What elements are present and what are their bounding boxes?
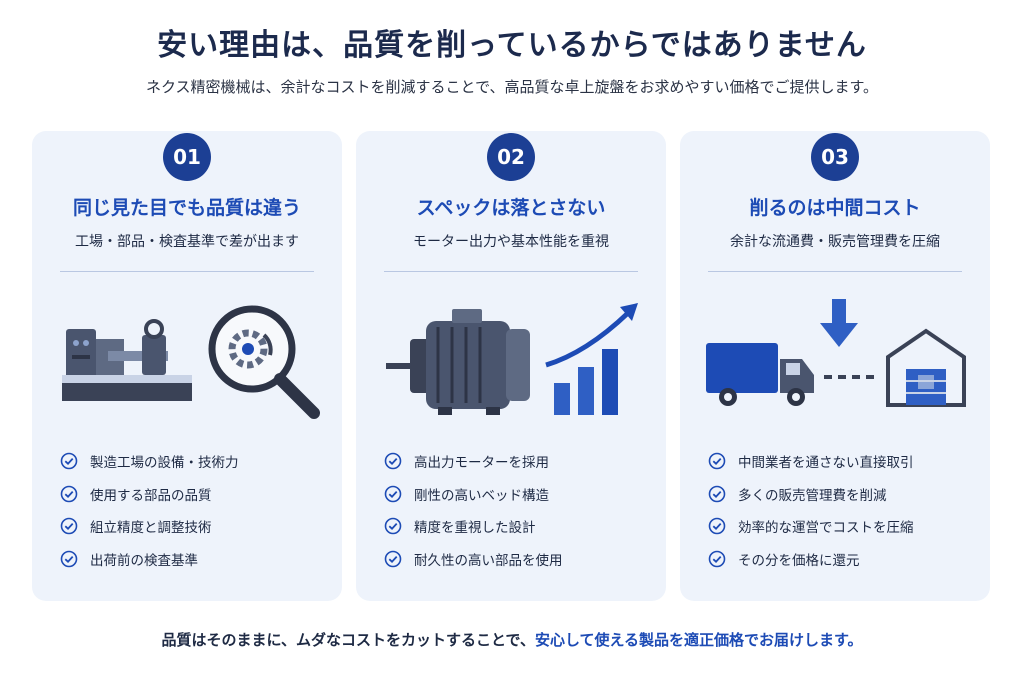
card-subtitle: 工場・部品・検査基準で差が出ます bbox=[75, 234, 299, 250]
card-title: 削るのは中間コスト bbox=[749, 197, 921, 219]
feature-list: 中間業者を通さない直接取引 多くの販売管理費を削減 効率的な運営でコストを圧縮 … bbox=[708, 445, 914, 575]
footer-message: 品質はそのままに、ムダなコストをカットすることで、安心して使える製品を適正価格で… bbox=[0, 629, 1024, 650]
list-item: 精度を重視した設計 bbox=[384, 510, 563, 543]
list-item-label: 使用する部品の品質 bbox=[90, 487, 212, 504]
check-circle-icon bbox=[708, 517, 726, 535]
check-circle-icon bbox=[60, 517, 78, 535]
check-circle-icon bbox=[60, 485, 78, 503]
check-circle-icon bbox=[384, 550, 402, 568]
list-item-label: 組立精度と調整技術 bbox=[90, 520, 212, 537]
reason-card-1: 01 同じ見た目でも品質は違う 工場・部品・検査基準で差が出ます 製造工場の設備… bbox=[32, 131, 342, 601]
feature-list: 製造工場の設備・技術力 使用する部品の品質 組立精度と調整技術 出荷前の検査基準 bbox=[60, 445, 239, 575]
list-item: 出荷前の検査基準 bbox=[60, 543, 239, 576]
check-circle-icon bbox=[384, 452, 402, 470]
list-item: 中間業者を通さない直接取引 bbox=[708, 445, 914, 478]
divider bbox=[384, 271, 638, 272]
list-item-label: 効率的な運営でコストを圧縮 bbox=[738, 520, 914, 537]
list-item: 組立精度と調整技術 bbox=[60, 510, 239, 543]
list-item: 使用する部品の品質 bbox=[60, 478, 239, 511]
page-title: 安い理由は、品質を削っているからではありません bbox=[157, 28, 867, 63]
list-item: 高出力モーターを採用 bbox=[384, 445, 563, 478]
list-item: 多くの販売管理費を削減 bbox=[708, 478, 914, 511]
list-item-label: 剛性の高いベッド構造 bbox=[414, 487, 549, 504]
feature-list: 高出力モーターを採用 剛性の高いベッド構造 精度を重視した設計 耐久性の高い部品… bbox=[384, 445, 563, 575]
check-circle-icon bbox=[60, 452, 78, 470]
check-circle-icon bbox=[708, 550, 726, 568]
reason-card-2: 02 スペックは落とさない モーター出力や基本性能を重視 高出力モーターを採用 … bbox=[356, 131, 666, 601]
card-subtitle: 余計な流通費・販売管理費を圧縮 bbox=[730, 234, 940, 250]
truck-to-warehouse-icon bbox=[706, 299, 966, 407]
divider bbox=[708, 271, 962, 272]
check-circle-icon bbox=[708, 452, 726, 470]
number-badge: 03 bbox=[811, 133, 859, 181]
list-item: 効率的な運営でコストを圧縮 bbox=[708, 510, 914, 543]
list-item: 剛性の高いベッド構造 bbox=[384, 478, 563, 511]
number-badge: 01 bbox=[163, 133, 211, 181]
list-item-label: 製造工場の設備・技術力 bbox=[90, 455, 239, 472]
reason-card-3: 03 削るのは中間コスト 余計な流通費・販売管理費を圧縮 中間業者を通さない直接… bbox=[680, 131, 990, 601]
list-item: 耐久性の高い部品を使用 bbox=[384, 543, 563, 576]
check-circle-icon bbox=[708, 485, 726, 503]
footer-text: 品質はそのままに、ムダなコストをカットすることで、 bbox=[161, 631, 535, 649]
lathe-and-magnifier-icon bbox=[62, 305, 320, 419]
check-circle-icon bbox=[384, 485, 402, 503]
list-item-label: 耐久性の高い部品を使用 bbox=[414, 552, 563, 569]
list-item-label: 精度を重視した設計 bbox=[414, 520, 536, 537]
motor-and-growth-chart-icon bbox=[386, 303, 638, 415]
page-subtitle: ネクス精密機械は、余計なコストを削減することで、高品質な卓上旋盤をお求めやすい価… bbox=[145, 78, 878, 96]
list-item: その分を価格に還元 bbox=[708, 543, 914, 576]
divider bbox=[60, 271, 314, 272]
list-item: 製造工場の設備・技術力 bbox=[60, 445, 239, 478]
list-item-label: 多くの販売管理費を削減 bbox=[738, 487, 887, 504]
list-item-label: 高出力モーターを採用 bbox=[414, 455, 549, 472]
card-subtitle: モーター出力や基本性能を重視 bbox=[413, 234, 609, 250]
list-item-label: その分を価格に還元 bbox=[738, 552, 860, 569]
list-item-label: 中間業者を通さない直接取引 bbox=[738, 455, 914, 472]
list-item-label: 出荷前の検査基準 bbox=[90, 552, 198, 569]
card-title: 同じ見た目でも品質は違う bbox=[72, 197, 301, 219]
check-circle-icon bbox=[384, 517, 402, 535]
card-title: スペックは落とさない bbox=[416, 197, 606, 219]
number-badge: 02 bbox=[487, 133, 535, 181]
footer-highlight: 安心して使える製品を適正価格でお届けします。 bbox=[534, 631, 863, 649]
check-circle-icon bbox=[60, 550, 78, 568]
